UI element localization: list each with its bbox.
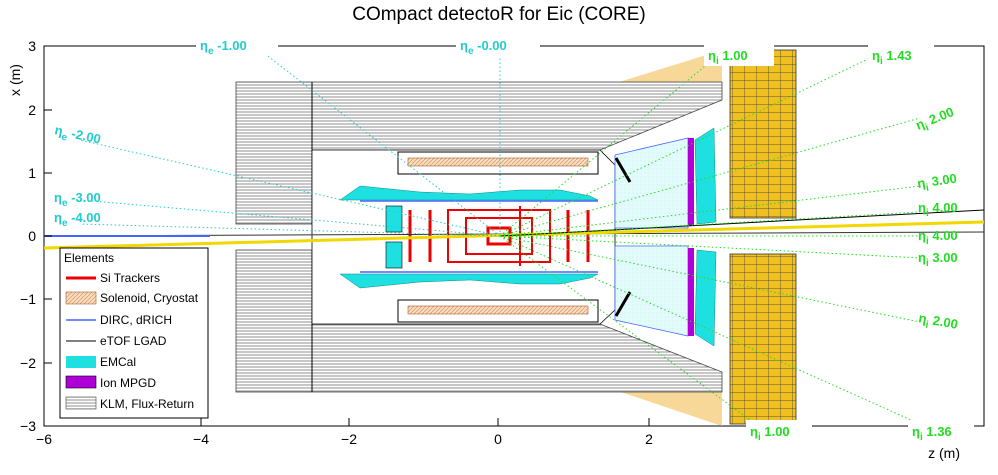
eta-label-electron: ηe -1.00 (196, 36, 278, 57)
svg-text:ηi 4.00: ηi 4.00 (918, 228, 958, 247)
svg-text:ηe -1.00: ηe -1.00 (200, 38, 247, 57)
eta-label-electron: ηe -3.00 (54, 190, 101, 209)
svg-text:ηi 1.36: ηi 1.36 (912, 424, 952, 443)
svg-text:ηe -0.00: ηe -0.00 (460, 38, 507, 57)
y-tick-label: 2 (28, 102, 36, 118)
svg-text:ηi 1.00: ηi 1.00 (708, 48, 748, 67)
svg-text:EMCal: EMCal (100, 355, 136, 369)
svg-text:Solenoid, Cryostat: Solenoid, Cryostat (100, 291, 199, 305)
y-tick-label: 0 (28, 228, 36, 244)
svg-text:Si Trackers: Si Trackers (100, 271, 160, 285)
hadronic-calorimeter (729, 49, 797, 425)
solenoid-cryostat (397, 151, 599, 323)
eta-label-ion: ηi 4.00 (918, 200, 958, 219)
y-tick-label: −2 (20, 355, 36, 371)
klm-flux-return (235, 81, 723, 393)
eta-label-ion: ηi 1.00 (746, 420, 812, 443)
axis-ticks (43, 45, 650, 427)
dirc (360, 200, 598, 273)
ion-mpgd (688, 138, 694, 336)
eta-lines-electron (79, 49, 501, 237)
eta-label-ion: ηi 2.00 (917, 310, 959, 336)
legend-item-etof: eTOF LGAD (66, 334, 167, 348)
svg-text:ηi 1.43: ηi 1.43 (872, 48, 912, 67)
eta-lines-ion (499, 51, 921, 425)
svg-text:eTOF LGAD: eTOF LGAD (100, 334, 167, 348)
x-tick-label: −4 (193, 431, 209, 447)
eta-label-ion: ηi 1.00 (704, 44, 774, 67)
x-axis-label: z (m) (928, 445, 960, 461)
eta-label-ion: ηi 3.00 (916, 171, 958, 195)
x-tick-label: 0 (494, 431, 502, 447)
svg-text:Ion MPGD: Ion MPGD (100, 376, 156, 390)
emcal-forward (694, 127, 717, 347)
y-tick-label: 3 (28, 38, 36, 54)
y-tick-label: 1 (28, 165, 36, 181)
eta-label-electron: ηe -4.00 (54, 210, 101, 229)
figure-title: COmpact detectoR for Eic (CORE) (352, 4, 646, 25)
drich-volume (614, 137, 689, 337)
eta-label-ion: ηi 1.36 (908, 420, 974, 443)
eta-label-electron: ηe -0.00 (456, 36, 540, 57)
legend-item-si-trackers: Si Trackers (66, 271, 160, 285)
legend-item-klm: KLM, Flux-Return (65, 396, 194, 411)
eta-label-ion: ηi 3.00 (918, 250, 958, 269)
legend-item-ion-mpgd: Ion MPGD (65, 375, 156, 390)
svg-text:ηi 4.00: ηi 4.00 (918, 200, 958, 219)
legend: Elements Si Trackers Solenoid, Cryostat … (59, 247, 209, 419)
legend-item-solenoid: Solenoid, Cryostat (65, 291, 199, 305)
svg-text:ηe -4.00: ηe -4.00 (54, 210, 101, 229)
x-tick-label: −6 (36, 431, 52, 447)
x-tick-label: 2 (645, 431, 653, 447)
eta-label-ion: ηi 2.00 (914, 104, 958, 136)
svg-text:ηi 1.00: ηi 1.00 (750, 424, 790, 443)
svg-text:ηe -3.00: ηe -3.00 (54, 190, 101, 209)
y-axis-label: x (m) (7, 64, 23, 96)
y-tick-label: −3 (20, 418, 36, 434)
legend-item-emcal: EMCal (66, 355, 136, 369)
x-tick-label: −2 (341, 431, 357, 447)
legend-item-dirc: DIRC, dRICH (66, 313, 172, 327)
eta-label-electron: ηe -2.00 (53, 122, 103, 150)
svg-text:ηi 2.00: ηi 2.00 (917, 310, 959, 336)
svg-text:DIRC, dRICH: DIRC, dRICH (100, 313, 172, 327)
svg-text:ηi 3.00: ηi 3.00 (916, 171, 958, 195)
svg-text:ηi 3.00: ηi 3.00 (918, 250, 958, 269)
y-tick-label: −1 (20, 291, 36, 307)
eta-label-ion: ηi 1.43 (868, 44, 934, 67)
eta-label-ion: ηi 4.00 (918, 228, 958, 247)
legend-header: Elements (64, 251, 114, 265)
emcal-barrel (339, 185, 599, 289)
svg-text:KLM, Flux-Return: KLM, Flux-Return (100, 397, 194, 411)
svg-text:ηe -2.00: ηe -2.00 (53, 122, 103, 150)
svg-text:ηi 2.00: ηi 2.00 (914, 104, 958, 136)
